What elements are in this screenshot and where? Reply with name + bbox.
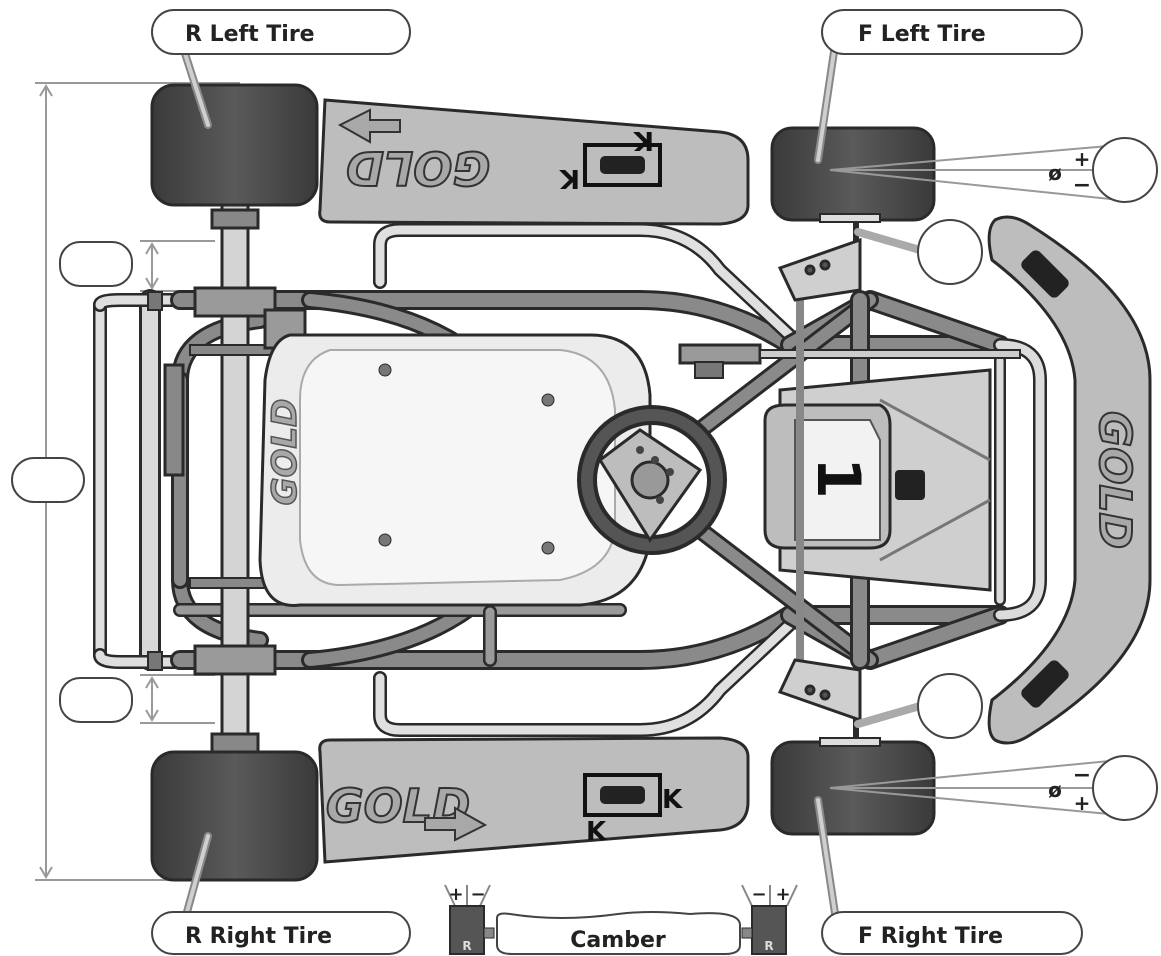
front-left-toe-plus: + <box>1074 147 1091 171</box>
rear-right-tire-label[interactable]: R Right Tire <box>151 911 411 955</box>
camber-right-badge: R <box>764 939 773 953</box>
front-right-toe-indicator <box>829 759 1121 816</box>
front-right-toe-minus: − <box>1073 763 1091 788</box>
rear-axle <box>147 198 307 762</box>
front-left-toe-value-circle[interactable] <box>1092 137 1158 203</box>
camber-left-minus: − <box>470 884 485 905</box>
svg-text:GOLD: GOLD <box>1089 411 1140 549</box>
svg-text:F Left Tire: F Left Tire <box>858 22 986 47</box>
camber-left-plus: + <box>448 884 463 905</box>
rear-left-track-dimension <box>140 240 215 292</box>
front-right-toe-value-circle[interactable] <box>1092 755 1158 821</box>
seat-logo: GOLD <box>264 398 306 506</box>
rear-left-tire-shape <box>150 83 319 207</box>
wheelbase-value-box[interactable] <box>11 457 85 503</box>
rear-right-track-value-box[interactable] <box>59 677 133 723</box>
left-side-pod: GOLD K K <box>318 98 750 226</box>
rear-right-tire-shape <box>150 750 319 882</box>
steering-wheel <box>577 405 727 555</box>
kart-number: 1 <box>803 457 873 499</box>
svg-text:K: K <box>586 817 607 847</box>
front-right-spindle-value-circle[interactable] <box>917 673 983 739</box>
front-right-tire-label[interactable]: F Right Tire <box>821 911 1083 955</box>
svg-text:K: K <box>559 163 580 193</box>
front-left-toe-minus: − <box>1073 173 1091 198</box>
front-left-toe-indicator <box>829 144 1121 201</box>
front-left-tire-label[interactable]: F Left Tire <box>821 9 1083 55</box>
svg-text:R Left Tire: R Left Tire <box>185 22 315 47</box>
steering-column <box>678 343 1021 379</box>
front-left-toe-symbol: ø <box>1048 161 1062 185</box>
camber-label[interactable]: Camber <box>496 911 741 955</box>
nose-cone: GOLD <box>895 215 1152 745</box>
rear-left-track-value-box[interactable] <box>59 241 133 287</box>
camber-left-icon <box>444 884 495 955</box>
camber-right-icon <box>741 884 798 955</box>
svg-text:F Right Tire: F Right Tire <box>858 924 1003 949</box>
svg-text:R Right Tire: R Right Tire <box>185 924 332 949</box>
camber-right-minus: − <box>751 884 766 905</box>
svg-text:K: K <box>662 785 683 815</box>
front-right-toe-plus: + <box>1074 791 1091 815</box>
svg-text:GOLD: GOLD <box>346 141 490 195</box>
rear-right-track-dimension <box>140 674 215 724</box>
svg-text:GOLD: GOLD <box>265 399 305 506</box>
rear-left-tire-label[interactable]: R Left Tire <box>151 9 411 55</box>
front-number-panel: 1 <box>763 403 892 550</box>
svg-text:Camber: Camber <box>570 928 666 953</box>
front-left-spindle-value-circle[interactable] <box>917 219 983 285</box>
front-left-tire-shape <box>770 126 936 223</box>
front-right-toe-symbol: ø <box>1048 778 1062 802</box>
floor-tray-ribs <box>879 398 991 562</box>
svg-text:K: K <box>633 125 654 155</box>
seat: GOLD <box>258 333 652 607</box>
right-side-pod: GOLD K K <box>318 736 750 864</box>
camber-left-badge: R <box>462 939 471 953</box>
front-axle <box>777 220 862 740</box>
camber-right-plus: + <box>775 884 790 905</box>
